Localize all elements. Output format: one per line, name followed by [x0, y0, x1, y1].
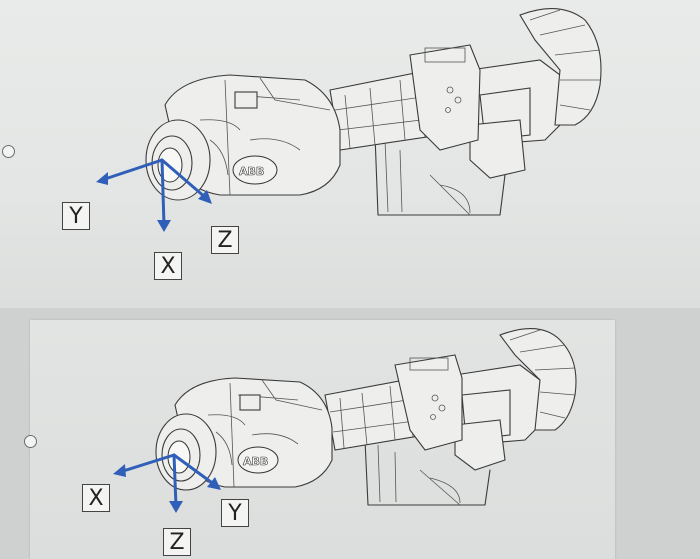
axis-label-z-top: Z — [211, 226, 239, 254]
radio-option-top[interactable] — [2, 145, 15, 158]
abb-logo-top: ABB — [239, 165, 264, 178]
radio-option-bottom[interactable] — [24, 435, 37, 448]
axis-label-y-bottom: Y — [221, 499, 249, 527]
abb-logo-bottom: ABB — [243, 455, 268, 468]
axis-label-x-bottom: X — [82, 484, 110, 512]
axis-label-y-top: Y — [62, 202, 90, 230]
axis-label-x-top: X — [154, 252, 182, 280]
axis-arrows-top — [96, 158, 212, 232]
axis-arrows-bottom — [113, 453, 221, 513]
axis-label-z-bottom: Z — [163, 528, 191, 556]
